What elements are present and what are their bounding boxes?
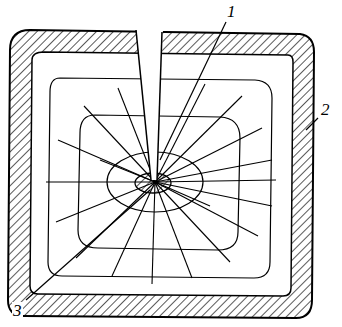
leader-lines [26,22,318,300]
callout-number: 1 [226,3,237,20]
callout-number: 2 [320,101,331,118]
callout-number: 3 [12,302,23,319]
